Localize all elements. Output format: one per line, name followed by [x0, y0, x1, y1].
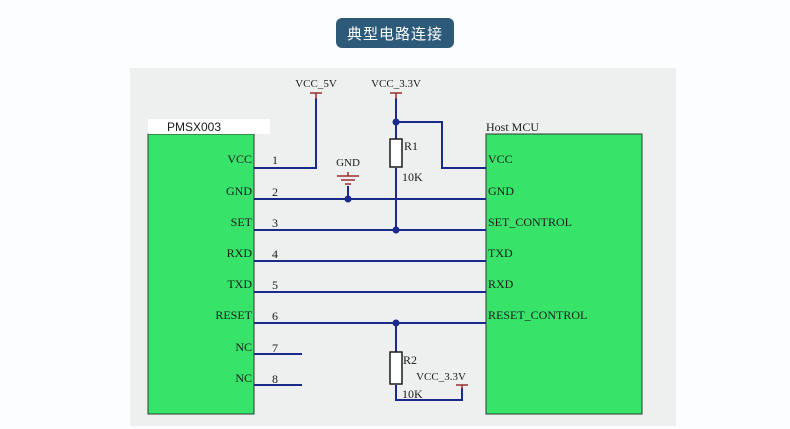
- left-pin-label-gnd: GND: [226, 184, 252, 198]
- pin-number-4: 4: [272, 247, 278, 261]
- wire-vcc33-to-mcu-vcc: [396, 121, 486, 169]
- pin-number-6: 6: [272, 309, 278, 323]
- vcc33-bottom-label: VCC_3.3V: [416, 371, 466, 383]
- junction-reset: [392, 319, 400, 327]
- left-pin-label-nc-7: NC: [235, 340, 252, 354]
- left-pin-label-set: SET: [231, 215, 253, 229]
- wire-vcc-5v: [254, 98, 317, 169]
- page-title: 典型电路连接: [336, 18, 454, 48]
- r1-value: 10K: [402, 170, 423, 184]
- right-pin-label-gnd: GND: [488, 184, 514, 198]
- right-pin-label-txd: TXD: [488, 246, 513, 260]
- left-pin-label-rxd: RXD: [227, 246, 253, 260]
- left-pin-label-vcc: VCC: [227, 152, 252, 166]
- r2-label: R2: [403, 353, 417, 367]
- vcc5v-label: VCC_5V: [295, 78, 337, 90]
- right-pin-label-set-control: SET_CONTROL: [488, 215, 572, 229]
- right-pin-label-vcc: VCC: [488, 152, 513, 166]
- right-pin-label-reset-control: RESET_CONTROL: [488, 308, 587, 322]
- host-mcu-chip-body: [485, 133, 643, 415]
- right-pin-label-rxd: RXD: [488, 277, 514, 291]
- junction-set: [392, 226, 400, 234]
- pin-number-8: 8: [272, 372, 278, 386]
- resistor-r2: [389, 351, 403, 385]
- left-pin-label-reset: RESET: [215, 308, 252, 322]
- pmsx003-chip-name: PMSX003: [167, 120, 221, 134]
- pin-number-1: 1: [272, 153, 278, 167]
- wire-r2-to-vcc33: [395, 385, 463, 401]
- r2-value: 10K: [402, 387, 423, 401]
- vcc33-top-label: VCC_3.3V: [371, 78, 421, 90]
- pin-number-3: 3: [272, 216, 278, 230]
- pmsx003-chip-body: [147, 133, 255, 415]
- left-pin-label-txd: TXD: [227, 277, 252, 291]
- resistor-r1: [389, 138, 403, 168]
- gnd-label: GND: [336, 157, 360, 169]
- pin-number-7: 7: [272, 341, 278, 355]
- pmsx003-name-background: [148, 119, 270, 134]
- ground-symbol: [337, 172, 359, 185]
- junction-vcc33: [392, 118, 400, 126]
- r1-label: R1: [404, 139, 418, 153]
- host-mcu-chip-name: Host MCU: [486, 120, 539, 134]
- pin-number-5: 5: [272, 278, 278, 292]
- pin-number-2: 2: [272, 185, 278, 199]
- left-pin-label-nc-8: NC: [235, 371, 252, 385]
- junction-gnd: [344, 195, 352, 203]
